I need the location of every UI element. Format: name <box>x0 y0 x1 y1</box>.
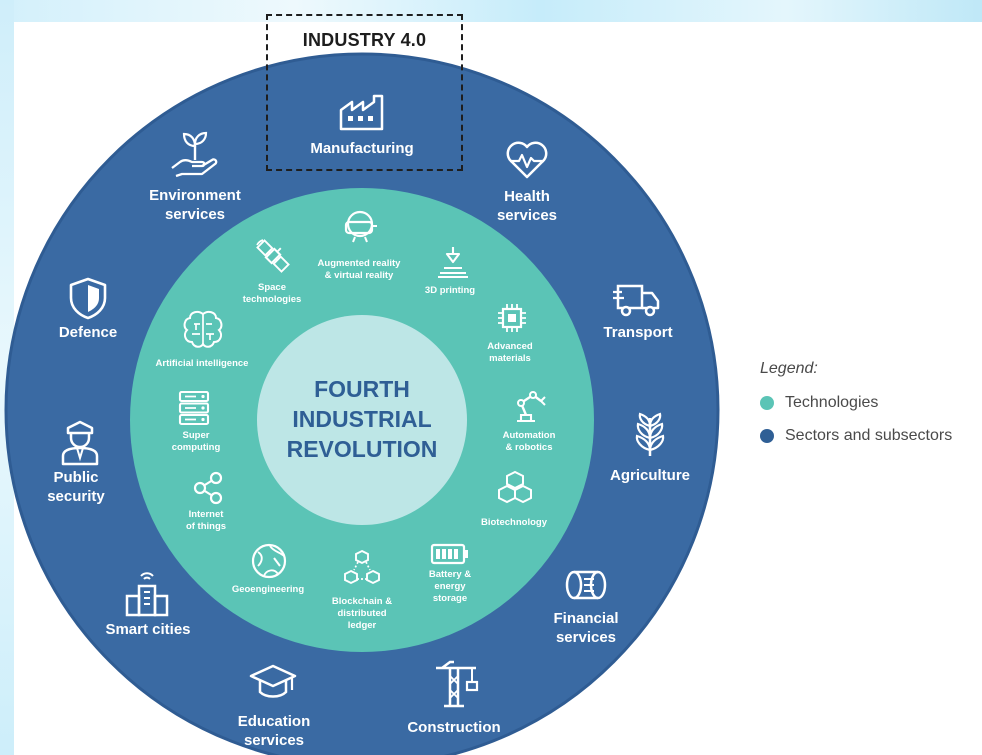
legend-item-technologies: Technologies <box>760 386 952 419</box>
tech-advanced-materials: Advanced materials <box>487 341 533 364</box>
industry-4-title: INDUSTRY 4.0 <box>302 30 427 50</box>
legend-item-sectors: Sectors and subsectors <box>760 419 952 452</box>
legend-label-technologies: Technologies <box>785 393 879 411</box>
tech-geoengineering: Geoengineering <box>231 584 305 595</box>
sector-agriculture: Agriculture <box>609 467 690 484</box>
coins-icon <box>565 570 607 600</box>
plant-hand-icon <box>171 131 218 178</box>
legend-dot-technologies <box>760 395 774 410</box>
vr-headset-icon <box>344 210 377 243</box>
satellite-icon <box>256 239 290 273</box>
brain-icon <box>183 310 223 348</box>
sector-smart-cities: Smart cities <box>105 621 191 638</box>
globe-icon <box>251 543 287 579</box>
tech-biotechnology: Biotechnology <box>481 517 547 528</box>
blockchain-cubes-icon <box>344 549 380 585</box>
sector-public-security: Public security <box>47 469 105 505</box>
sector-financial-services: Financial services <box>553 610 619 646</box>
legend-label-sectors: Sectors and subsectors <box>785 426 953 444</box>
sector-defence: Defence <box>58 324 118 341</box>
core-circle <box>257 315 467 525</box>
truck-icon <box>613 284 660 317</box>
police-officer-icon <box>61 420 99 466</box>
sector-health-services: Health services <box>496 188 558 224</box>
server-icon <box>178 390 210 426</box>
sector-construction: Construction <box>407 719 501 736</box>
tech-supercomputing: Super computing <box>171 430 221 453</box>
network-nodes-icon <box>193 471 223 505</box>
core-title: FOURTH INDUSTRIAL REVOLUTION <box>286 376 438 462</box>
factory-icon <box>339 94 384 131</box>
crane-icon <box>436 660 479 708</box>
sector-manufacturing: Manufacturing <box>310 140 414 157</box>
industry-4-highlight-box <box>266 14 463 171</box>
molecule-icon <box>498 470 532 504</box>
tech-automation-robotics: Automation & robotics <box>502 430 556 453</box>
sector-environment-services: Environment services <box>149 187 241 223</box>
robot-arm-icon <box>517 391 546 423</box>
tech-space-technologies: Space technologies <box>242 282 302 305</box>
legend-dot-sectors <box>760 428 774 443</box>
tech-internet-of-things: Internet of things <box>185 509 227 532</box>
smart-building-icon <box>125 572 169 617</box>
battery-icon <box>430 543 468 565</box>
wheat-icon <box>635 412 665 456</box>
sector-transport: Transport <box>603 324 673 341</box>
graduation-cap-icon <box>249 664 297 698</box>
legend: Legend: Technologies Sectors and subsect… <box>760 360 952 452</box>
tech-battery-energy-storage: Battery & energy storage <box>428 569 472 604</box>
sector-education-services: Education services <box>237 713 311 749</box>
3d-printer-icon <box>438 247 468 279</box>
tech-3d-printing: 3D printing <box>424 285 476 296</box>
tech-artificial-intelligence: Artificial intelligence <box>155 358 249 369</box>
chip-icon <box>498 304 526 332</box>
top-edge-glow <box>0 0 982 22</box>
tech-blockchain-ledger: Blockchain & distributed ledger <box>331 596 393 631</box>
legend-title: Legend: <box>760 360 818 377</box>
tech-ar-vr: Augmented reality & virtual reality <box>317 258 401 281</box>
shield-icon <box>69 277 107 320</box>
heart-pulse-icon <box>506 141 548 179</box>
